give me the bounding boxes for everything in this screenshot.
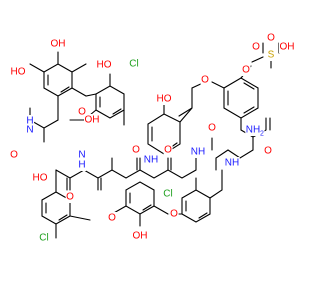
atom-NH-right: NH [225, 158, 239, 169]
atom-O-amide-right: O [264, 146, 272, 157]
atom-O-amide-mid-right: O [208, 123, 216, 134]
label-mask [190, 146, 206, 158]
atom-S: S [268, 50, 275, 61]
atom-NH2: NH [246, 125, 260, 136]
label-mask [266, 32, 276, 44]
atom-NH2-subscript: 2 [260, 131, 264, 138]
label-mask [131, 144, 141, 156]
atom-OH-carboxyl: OH [85, 115, 100, 126]
label-mask [263, 145, 273, 157]
molecule-structure: O OH O S O O HO NH 2 O NH O NH O NH O N … [9, 32, 295, 244]
label-mask [84, 114, 100, 126]
label-mask [224, 157, 240, 169]
structure-canvas: O OH O S O O HO NH 2 O NH O NH O NH O N … [9, 32, 295, 244]
atom-N-left-center: N [78, 150, 85, 161]
atom-O-carboxyl: O [78, 107, 86, 118]
label-mask [200, 74, 210, 86]
label-mask [50, 38, 66, 50]
atom-NH-center: NH [144, 155, 158, 166]
label-mask [32, 172, 49, 184]
label-mask [267, 49, 276, 61]
label-mask [77, 106, 87, 118]
atom-O-amide-left-center: O [132, 145, 140, 156]
label-mask [279, 41, 295, 53]
atom-O-ether-top: O [201, 75, 209, 86]
atom-O-amide-left-low: O [10, 150, 18, 161]
label-mask [128, 58, 140, 70]
atom-O-sulfonate-top: O [267, 33, 275, 44]
atom-Cl-bottom-right: Cl [163, 189, 172, 200]
label-mask [77, 159, 87, 171]
label-mask [169, 208, 179, 220]
label-mask [96, 59, 113, 71]
label-mask [163, 144, 173, 156]
atom-N-left: N [26, 125, 33, 136]
atom-O-amide-center: O [164, 145, 172, 156]
label-mask [38, 232, 50, 244]
label-mask [25, 124, 35, 136]
label-mask [143, 154, 159, 166]
label-mask [259, 130, 265, 138]
label-mask [156, 93, 173, 105]
atom-O-sulfonate-ring: O [242, 65, 250, 76]
atom-OH-bottom: OH [133, 231, 148, 242]
atom-H-left: H [26, 116, 33, 127]
atom-O-amide-left: O [66, 192, 74, 203]
atom-NH-mid: NH [191, 147, 205, 158]
label-mask [10, 66, 27, 78]
label-mask [25, 115, 35, 127]
label-mask [251, 41, 261, 53]
label-mask [207, 122, 217, 134]
atom-H-left-center: H [78, 160, 85, 171]
atom-O-ether-bottom-right: O [170, 209, 178, 220]
atom-Cl-bottom-left: Cl [39, 233, 48, 244]
label-mask [77, 149, 87, 161]
atom-HO-left-low: HO [33, 173, 48, 184]
atom-HO-ring: HO [157, 94, 172, 105]
atom-HO-top-center: HO [97, 60, 112, 71]
atom-O-sulfonate: O [252, 42, 260, 53]
label-mask [132, 230, 148, 242]
label-mask [9, 149, 19, 161]
atom-Cl-top: Cl [129, 59, 138, 70]
atom-OH-sulfonate: OH [280, 42, 295, 53]
atom-O-ether-bottom-left: O [108, 213, 116, 224]
label-mask [241, 64, 251, 76]
label-mask [245, 124, 261, 136]
label-mask [65, 191, 75, 203]
label-mask [162, 188, 174, 200]
label-masks [9, 32, 295, 244]
atom-HO-top-left: HO [11, 67, 26, 78]
atom-OH-top-left: OH [51, 39, 66, 50]
atom-labels: O OH O S O O HO NH 2 O NH O NH O NH O N … [10, 33, 294, 244]
label-mask [107, 212, 117, 224]
